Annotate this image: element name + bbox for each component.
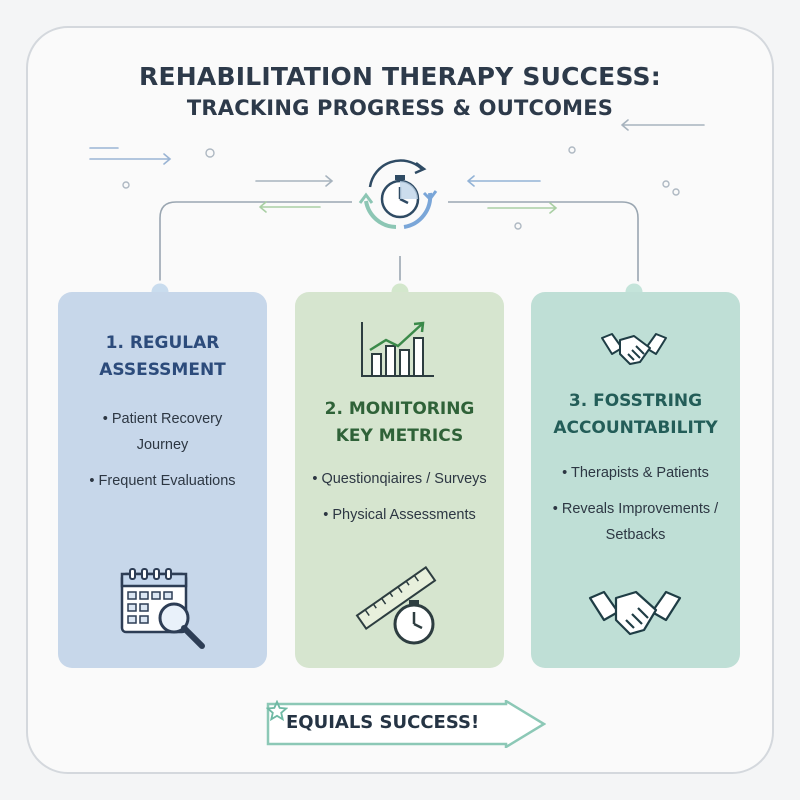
bar-chart-growth-icon xyxy=(361,321,434,377)
bullet-item: Questionqiaires / Surveys xyxy=(295,466,504,492)
handshake-icon xyxy=(588,590,682,636)
bullet-item: Therapists & Patients xyxy=(531,460,740,486)
calendar-magnifier-icon xyxy=(120,568,205,649)
page-subtitle: TRACKING PROGRESS & OUTCOMES xyxy=(186,96,614,120)
card-title: 3. FOSSTRING ACCOUNTABILITY xyxy=(553,391,718,438)
bullet-list: Therapists & Patients Reveals Improvemen… xyxy=(531,460,740,548)
bullet-item: Reveals Improvements / Setbacks xyxy=(531,496,740,548)
success-arrow: EQUIALS SUCCESS! xyxy=(266,700,546,748)
bullet-item: Frequent Evaluations xyxy=(58,468,267,494)
ruler-stopwatch-icon xyxy=(355,566,437,645)
bullet-item: Patient Recovery Journey xyxy=(58,406,267,458)
bullet-list: Questionqiaires / Surveys Physical Asses… xyxy=(295,466,504,528)
page-title: REHABILITATION THERAPY SUCCESS: xyxy=(139,62,661,91)
card-title: 2. MONITORING KEY METRICS xyxy=(324,399,475,446)
arrow-outline xyxy=(266,700,546,748)
bullet-list: Patient Recovery Journey Frequent Evalua… xyxy=(58,406,267,494)
stopwatch-cycle-icon xyxy=(358,159,438,229)
success-label: EQUIALS SUCCESS! xyxy=(286,712,480,733)
star-icon xyxy=(266,700,288,722)
card-title: 1. REGULAR ASSESSMENT xyxy=(99,333,226,380)
handshake-icon xyxy=(601,333,667,365)
bullet-item: Physical Assessments xyxy=(295,502,504,528)
